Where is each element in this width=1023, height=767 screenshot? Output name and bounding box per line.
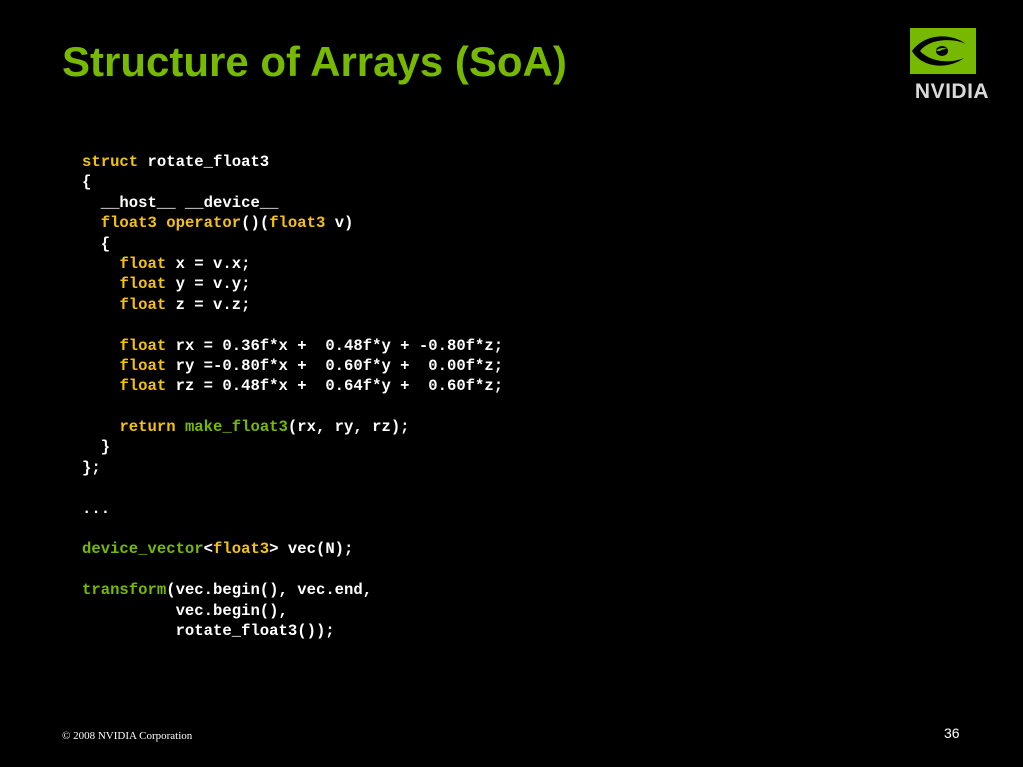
code-line — [82, 519, 503, 539]
code-text — [82, 255, 119, 273]
code-line: }; — [82, 458, 503, 478]
code-text: rx = 0.36f*x + 0.48f*y + -0.80f*z; — [166, 336, 504, 355]
code-line: struct rotate_float3 — [82, 152, 503, 172]
code-text — [82, 357, 119, 375]
code-block: struct rotate_float3{ __host__ __device_… — [82, 152, 503, 641]
code-text — [82, 377, 119, 395]
code-keyword: float — [119, 356, 167, 375]
code-text: (vec.begin(), vec.end, — [166, 581, 373, 600]
code-text — [82, 418, 119, 436]
code-text: ... — [82, 499, 111, 518]
code-keyword: float — [119, 254, 167, 273]
code-text — [82, 337, 119, 355]
code-text — [157, 214, 166, 232]
code-line: float rx = 0.36f*x + 0.48f*y + -0.80f*z; — [82, 336, 503, 356]
code-text — [82, 275, 119, 293]
code-function: transform — [82, 581, 167, 600]
code-text: ry =-0.80f*x + 0.60f*y + 0.00f*z; — [166, 356, 504, 375]
code-text: { — [82, 173, 92, 192]
code-line: { — [82, 234, 503, 254]
code-line: device_vector<float3> vec(N); — [82, 539, 503, 559]
code-text — [82, 296, 119, 314]
code-line — [82, 560, 503, 580]
code-line: float rz = 0.48f*x + 0.64f*y + 0.60f*z; — [82, 376, 503, 396]
code-line: float y = v.y; — [82, 274, 503, 294]
code-line: return make_float3(rx, ry, rz); — [82, 417, 503, 437]
code-keyword: float — [119, 295, 167, 314]
code-text — [176, 418, 185, 436]
code-line: { — [82, 172, 503, 192]
code-line: transform(vec.begin(), vec.end, — [82, 580, 503, 600]
code-text: rotate_float3()); — [82, 621, 335, 640]
code-keyword: operator — [166, 214, 242, 233]
code-text: }; — [82, 458, 101, 477]
code-text: y = v.y; — [166, 275, 251, 294]
nvidia-logo: NVIDIA — [900, 24, 1004, 103]
code-text: v) — [325, 214, 354, 233]
code-function: make_float3 — [184, 418, 288, 437]
code-line — [82, 397, 503, 417]
code-line: float3 operator()(float3 v) — [82, 213, 503, 233]
code-text: x = v.x; — [166, 254, 251, 273]
code-line: float x = v.x; — [82, 254, 503, 274]
code-text: > vec(N); — [269, 540, 354, 559]
code-text: } — [82, 438, 111, 457]
code-keyword: float3 — [213, 540, 270, 559]
code-text: (rx, ry, rz); — [287, 418, 410, 437]
code-line: float ry =-0.80f*x + 0.60f*y + 0.00f*z; — [82, 356, 503, 376]
code-keyword: float — [119, 377, 167, 396]
code-line — [82, 478, 503, 498]
nvidia-eye-icon — [910, 28, 976, 74]
code-line: } — [82, 437, 503, 457]
copyright-footer: © 2008 NVIDIA Corporation — [62, 730, 193, 742]
code-line: vec.begin(), — [82, 601, 503, 621]
code-keyword: float3 — [100, 214, 157, 233]
page-number: 36 — [944, 725, 960, 741]
code-keyword: float3 — [269, 214, 326, 233]
code-text: ()( — [241, 214, 270, 233]
code-text: __host__ __device__ — [82, 193, 279, 212]
code-keyword: struct — [82, 153, 139, 171]
code-keyword: return — [119, 418, 176, 437]
code-text: rz = 0.48f*x + 0.64f*y + 0.60f*z; — [166, 377, 504, 396]
nvidia-wordmark: NVIDIA — [914, 80, 990, 103]
code-line: __host__ __device__ — [82, 193, 503, 213]
code-text — [82, 214, 101, 232]
code-line: ... — [82, 499, 503, 519]
code-text: < — [203, 540, 214, 559]
code-line: rotate_float3()); — [82, 621, 503, 641]
code-line — [82, 315, 503, 335]
code-text: vec.begin(), — [82, 601, 288, 620]
code-function: device_vector — [82, 540, 204, 559]
slide-title: Structure of Arrays (SoA) — [62, 38, 567, 85]
code-text: z = v.z; — [166, 295, 251, 314]
code-keyword: float — [119, 336, 167, 355]
code-text: rotate_float3 — [138, 153, 270, 171]
code-line: float z = v.z; — [82, 295, 503, 315]
code-keyword: float — [119, 275, 167, 294]
code-text: { — [82, 234, 111, 253]
